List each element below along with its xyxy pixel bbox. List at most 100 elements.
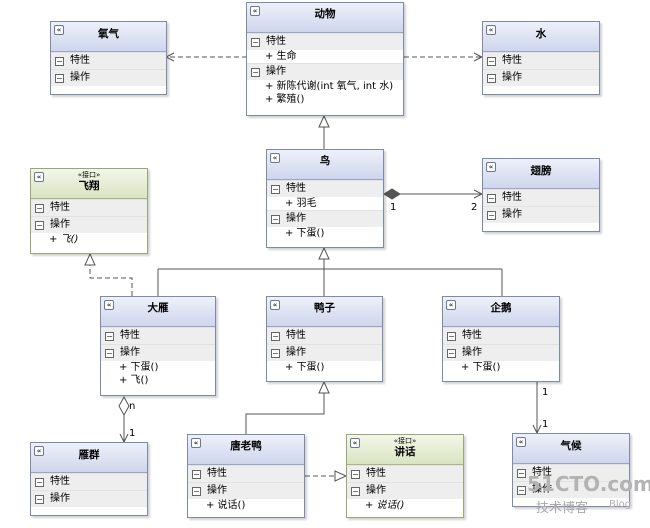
collapse-icon[interactable]: « [486,162,496,172]
class-water[interactable]: « 水 −特性 −操作 [482,21,600,95]
composition-diamond [383,188,401,200]
stereotype-label: «接口» [393,437,417,445]
operation-item: + 说话() [206,500,246,511]
collapse-icon[interactable]: « [34,172,44,182]
class-bird[interactable]: « 鸟 −特性 + 羽毛 −操作 + 下蛋() [266,149,384,248]
attributes-section[interactable]: −特性 [247,33,403,50]
collapse-icon[interactable]: « [350,438,360,448]
minus-icon[interactable]: − [517,469,526,478]
attributes-section[interactable]: −特性 [51,52,166,69]
class-oxygen[interactable]: « 氧气 −特性 −操作 [50,21,167,95]
attributes-section[interactable]: −特性 [188,465,304,482]
minus-icon[interactable]: − [35,204,44,213]
operations-section[interactable]: −操作 [347,482,463,499]
multiplicity-penguin-climate-source: 1 [542,387,549,398]
class-name: 雁群 [78,449,100,461]
class-donald-duck[interactable]: « 唐老鸭 −特性 −操作 + 说话() [187,434,305,518]
interface-speak[interactable]: « «接口» 讲话 −特性 −操作 + 说话() [346,434,464,518]
minus-icon[interactable]: − [35,478,44,487]
operations-section[interactable]: −操作 [483,206,599,223]
operation-item: + 说话() [365,500,405,511]
operation-item: + 下蛋() [285,362,325,373]
class-animal[interactable]: « 动物 −特性 + 生命 −操作 + 新陈代谢(int 氧气, int 水) … [246,2,404,116]
minus-icon[interactable]: − [105,332,114,341]
minus-icon[interactable]: − [351,470,360,479]
class-wing[interactable]: « 翅膀 −特性 −操作 [482,158,600,232]
collapse-icon[interactable]: « [250,6,260,16]
class-penguin[interactable]: « 企鹅 −特性 −操作 + 下蛋() [442,296,560,382]
class-duck[interactable]: « 鸭子 −特性 −操作 + 下蛋() [266,296,383,382]
attributes-section[interactable]: −特性 [347,465,463,482]
operations-section[interactable]: −操作 [483,69,599,86]
minus-icon[interactable]: − [487,194,496,203]
collapse-icon[interactable]: « [486,25,496,35]
multiplicity-bird-wing-source: 1 [390,202,397,213]
attributes-section[interactable]: −特性 [483,189,599,206]
class-climate[interactable]: « 气候 −特性 −操作 [512,433,630,507]
minus-icon[interactable]: − [517,486,526,495]
attributes-section[interactable]: −特性 [31,199,147,216]
watermark-blog: Blog [609,499,632,510]
class-name: 鸟 [319,155,331,167]
collapse-icon[interactable]: « [34,446,44,456]
class-name: 翅膀 [530,165,552,177]
generalization-arrowhead-bird [318,246,330,260]
minus-icon[interactable]: − [35,495,44,504]
attributes-section[interactable]: −特性 [31,473,147,490]
operations-section[interactable]: −操作 [31,216,147,233]
minus-icon[interactable]: − [271,185,280,194]
collapse-icon[interactable]: « [191,438,201,448]
watermark-site: 51CTO.com [527,472,650,496]
operations-section[interactable]: −操作 [247,63,403,80]
minus-icon[interactable]: − [487,74,496,83]
operations-section[interactable]: −操作 [267,344,382,361]
operations-section[interactable]: −操作 [188,482,304,499]
operations-section[interactable]: −操作 [443,344,559,361]
attributes-section[interactable]: −特性 [513,464,629,481]
minus-icon[interactable]: − [105,349,114,358]
minus-icon[interactable]: − [487,57,496,66]
class-name: 大雁 [147,302,169,314]
minus-icon[interactable]: − [192,470,201,479]
interface-fly[interactable]: « «接口» 飞翔 −特性 −操作 + 飞() [30,168,148,254]
realization-arrowhead-fly [84,252,96,266]
interface-name: 讲话 [394,446,416,458]
class-flock[interactable]: « 雁群 −特性 −操作 [30,442,148,516]
attributes-section[interactable]: −特性 [267,327,382,344]
operations-section[interactable]: −操作 [31,490,147,507]
collapse-icon[interactable]: « [270,153,280,163]
realization-arrowhead-speak [334,470,348,482]
attributes-section[interactable]: −特性 [483,52,599,69]
collapse-icon[interactable]: « [54,25,64,35]
attributes-section[interactable]: −特性 [443,327,559,344]
generalization-donald-duck [245,393,325,434]
minus-icon[interactable]: − [55,57,64,66]
collapse-icon[interactable]: « [516,437,526,447]
minus-icon[interactable]: − [35,221,44,230]
minus-icon[interactable]: − [447,332,456,341]
operations-section[interactable]: −操作 [101,344,215,361]
operations-section[interactable]: −操作 [267,210,383,227]
attributes-section[interactable]: −特性 [101,327,215,344]
collapse-icon[interactable]: « [446,300,456,310]
operations-section[interactable]: −操作 [513,481,629,498]
minus-icon[interactable]: − [487,211,496,220]
minus-icon[interactable]: − [251,38,260,47]
minus-icon[interactable]: − [351,487,360,496]
operations-section[interactable]: −操作 [51,69,166,86]
multiplicity-goose-flock-source: n [129,401,136,412]
minus-icon[interactable]: − [55,74,64,83]
minus-icon[interactable]: − [192,487,201,496]
attributes-section[interactable]: −特性 [267,180,383,197]
operation-item: + 下蛋() [119,362,159,373]
collapse-icon[interactable]: « [270,300,280,310]
class-goose[interactable]: « 大雁 −特性 −操作 + 下蛋() + 飞() [100,296,216,396]
minus-icon[interactable]: − [271,332,280,341]
minus-icon[interactable]: − [271,349,280,358]
collapse-icon[interactable]: « [104,300,114,310]
minus-icon[interactable]: − [271,215,280,224]
minus-icon[interactable]: − [447,349,456,358]
class-name: 动物 [314,8,336,20]
minus-icon[interactable]: − [251,68,260,77]
